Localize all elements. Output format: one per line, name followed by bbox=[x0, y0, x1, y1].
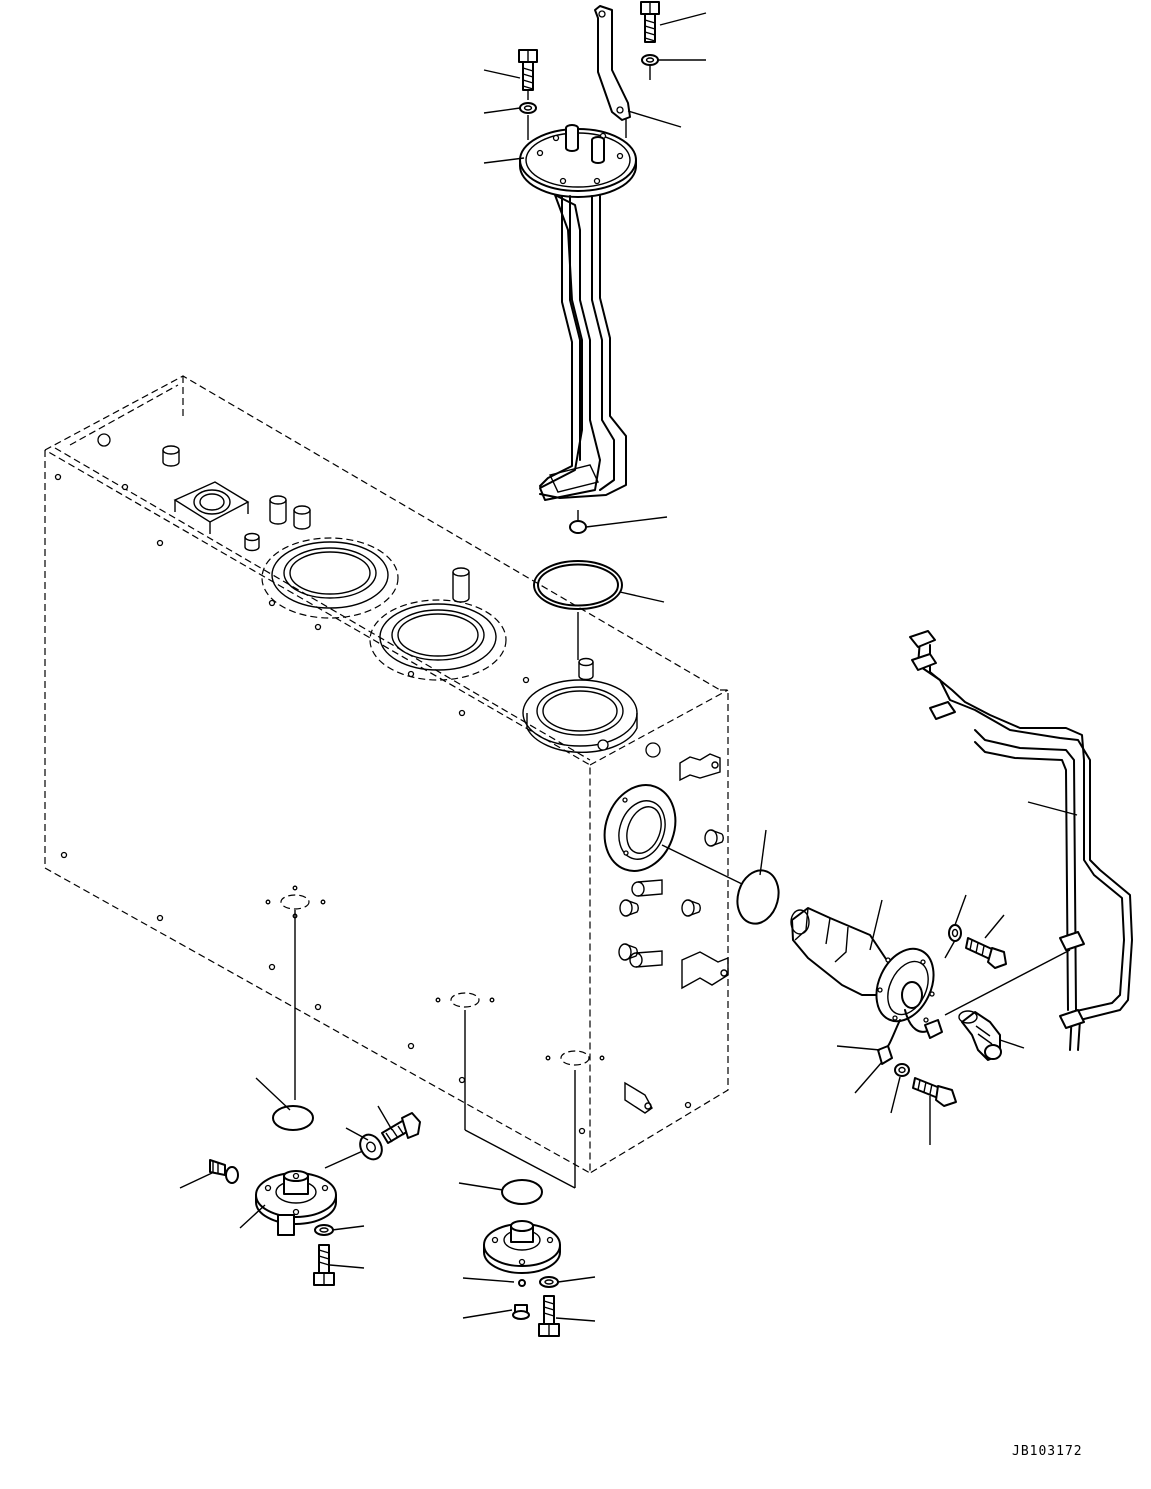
washer-top-bracket bbox=[641, 54, 659, 66]
drain-washer-left bbox=[359, 1133, 383, 1161]
bolt-top-bracket bbox=[640, 1, 660, 43]
tank-port-1 bbox=[261, 537, 399, 619]
washer-flange-left bbox=[314, 1224, 334, 1236]
drain-flange-right bbox=[483, 1220, 561, 1274]
tank-port-3 bbox=[522, 679, 638, 754]
washer-gauge-flange bbox=[519, 102, 537, 114]
bolt-gauge-flange bbox=[518, 49, 538, 91]
wiring-harness bbox=[909, 630, 1133, 1051]
washer-sender bbox=[948, 924, 962, 942]
clamp-sender bbox=[877, 1045, 893, 1065]
washer-flange-right bbox=[539, 1276, 559, 1288]
o-ring-side bbox=[736, 869, 780, 925]
leader-lines bbox=[179, 12, 1078, 1322]
washer-sender-lower bbox=[894, 1063, 910, 1077]
tank-port-2 bbox=[369, 599, 507, 681]
elbow-fitting bbox=[958, 1010, 1002, 1061]
drain-gasket-left bbox=[272, 1105, 314, 1131]
tank-brackets bbox=[624, 753, 729, 1114]
bolt-flange-right bbox=[538, 1295, 560, 1337]
inspection-cover-small bbox=[173, 481, 250, 534]
assembly-lines bbox=[294, 65, 1071, 1200]
bottom-openings bbox=[265, 885, 605, 1066]
drain-bolt-left bbox=[381, 1112, 421, 1144]
bracket bbox=[594, 5, 631, 121]
side-port bbox=[603, 784, 677, 872]
o-ring-drain-right bbox=[518, 1279, 526, 1287]
level-gauge-flange bbox=[519, 124, 637, 501]
sender-unit bbox=[790, 907, 943, 1051]
float-pad bbox=[569, 520, 587, 534]
drain-gasket-right bbox=[501, 1179, 543, 1205]
drawing-code: JB103172 bbox=[1012, 1444, 1083, 1459]
drain-flange-left bbox=[255, 1170, 337, 1236]
bolt-flange-left bbox=[313, 1244, 335, 1286]
drain-plug-left bbox=[209, 1159, 239, 1184]
fuel-tank bbox=[44, 375, 729, 1175]
bolt-sender bbox=[965, 937, 1007, 969]
side-bosses bbox=[618, 829, 724, 968]
o-ring-gauge bbox=[533, 560, 623, 610]
plug-drain-right bbox=[512, 1304, 530, 1320]
bolt-sender-lower bbox=[912, 1077, 957, 1107]
